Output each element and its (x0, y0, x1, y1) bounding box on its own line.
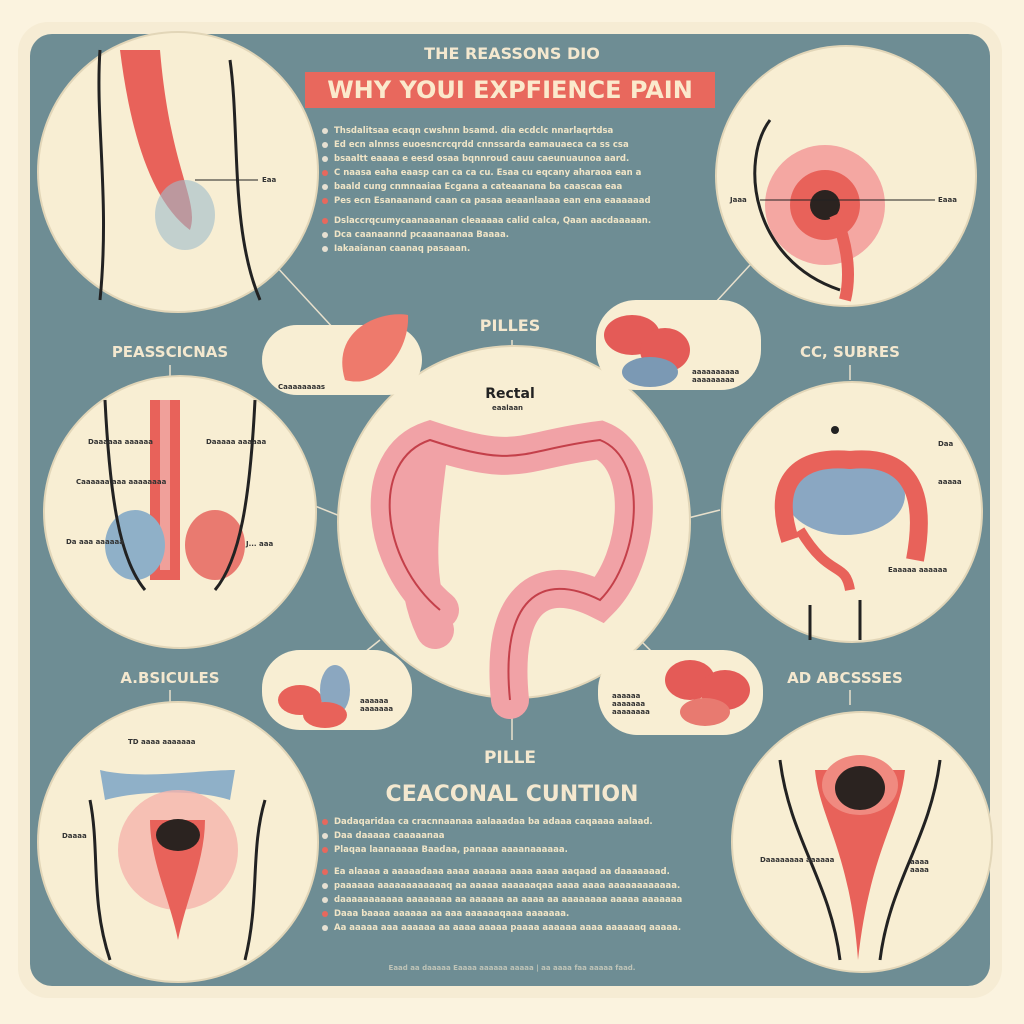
bubble-tr-label: aaaaaaaaaa aaaaaaaaa (692, 368, 740, 384)
header-subtitle: THE REASSONS DIO (424, 44, 600, 63)
circle-ml-label: Caaaaaa aaa aaaaaaaa (76, 478, 167, 486)
label-center-bottom: PILLE (483, 748, 537, 768)
top-bullet-list: Thsdalitsaa ecaqn cwshnn bsamd. dia ecdc… (322, 124, 651, 256)
bullet-item: Ea alaaaa a aaaaadaaa aaaa aaaaaa aaaa a… (322, 865, 682, 879)
circle-bl-label: Daaaa (62, 832, 87, 840)
bullet-item: bsaaltt eaaaa e eesd osaa bqnnroud cauu … (322, 152, 651, 166)
label-left-top: PEASSCICNAS (111, 343, 229, 361)
footer-note: Eaad aa daaaaa Eaaaa aaaaaa aaaaa | aa a… (388, 964, 636, 972)
bullet-item: paaaaaa aaaaaaaaaaaaq aa aaaaa aaaaaaqaa… (322, 879, 682, 893)
circle-ml-label: Da aaa aaaaaa (66, 538, 124, 546)
circle-mr-label: Eaaaaa aaaaaa (888, 566, 948, 574)
bullet-item: Dca caanaannd pcaaanaanaa Baaaa. (322, 228, 651, 242)
bullet-item: Dslaccrqcumycaanaaanan cleaaaaa calid ca… (322, 214, 651, 228)
circle-tr-label-left: Jaaa (730, 196, 747, 204)
bullet-item: Aa aaaaa aaa aaaaaa aa aaaa aaaaa paaaa … (322, 921, 682, 935)
bullet-item: C naasa eaha eaasp can ca ca cu. Esaa cu… (322, 166, 651, 180)
bullet-item: Dadaqaridaa ca cracnnaanaa aalaaadaa ba … (322, 815, 682, 829)
circle-ml-label: J... aaa (246, 540, 274, 548)
bullet-item: Thsdalitsaa ecaqn cwshnn bsamd. dia ecdc… (322, 124, 651, 138)
bullet-item: Plaqaa laanaaaaa Baadaa, panaaa aaaanaaa… (322, 843, 682, 857)
circle-tl-label: Eaa (262, 176, 277, 184)
pile-tr (604, 315, 690, 387)
circle-mr-label: Daa (938, 440, 954, 448)
pile-bl (278, 665, 350, 728)
label-left-bottom: A.BSICULES (120, 669, 220, 687)
bubble-tl-label: Caaaaaaaas (278, 383, 326, 391)
circle-bl-label: TD aaaa aaaaaaa (128, 738, 196, 746)
bottom-bullet-list: Dadaqaridaa ca cracnnaanaa aalaaadaa ba … (322, 815, 682, 935)
circle-ml-label: Daaaaa aaaaaa (206, 438, 267, 446)
bubble-bl-label: aaaaaa aaaaaaa (360, 697, 394, 713)
circle-br-label: Daaaaaaaa aaaaaa (760, 856, 835, 864)
label-right-top: CC, SUBRES (800, 343, 900, 361)
center-subtitle: eaalaan (492, 404, 524, 412)
bullet-item: Pes ecn Esanaanand caan ca pasaa aeaanla… (322, 194, 651, 208)
pile-br (665, 660, 750, 726)
circle-ml-label: Daaaaaa aaaaaa (88, 438, 153, 446)
bullet-item: Ed ecn alnnss euoesncrcqrdd cnnssarda ea… (322, 138, 651, 152)
header-title: WHY YOUI EXPFIENCE PAIN (305, 72, 715, 108)
center-title: Rectal (485, 386, 535, 402)
bubble-br-label: aaaaaa aaaaaaa aaaaaaaa (612, 692, 650, 716)
section-title: CEACONAL CUNTION (385, 782, 639, 807)
bullet-item: daaaaaaaaaaa aaaaaaaa aa aaaaaa aa aaaa … (322, 893, 682, 907)
bullet-item: Daaa baaaa aaaaaa aa aaa aaaaaaqaaa aaaa… (322, 907, 682, 921)
circle-br-label: aaaa aaaa (910, 858, 929, 874)
bullet-item: baald cung cnmnaaiaa Ecgana a cateaanana… (322, 180, 651, 194)
bullet-item: Iakaaianan caanaq pasaaan. (322, 242, 651, 256)
leaf-icon (342, 314, 409, 382)
label-center-top: PILLES (479, 316, 541, 335)
bullet-item: Daa daaaaa caaaaanaa (322, 829, 682, 843)
label-right-bottom: AD ABCSSSES (787, 669, 903, 687)
circle-tr-label-right: Eaaa (938, 196, 957, 204)
circle-mr-label: aaaaa (938, 478, 962, 486)
